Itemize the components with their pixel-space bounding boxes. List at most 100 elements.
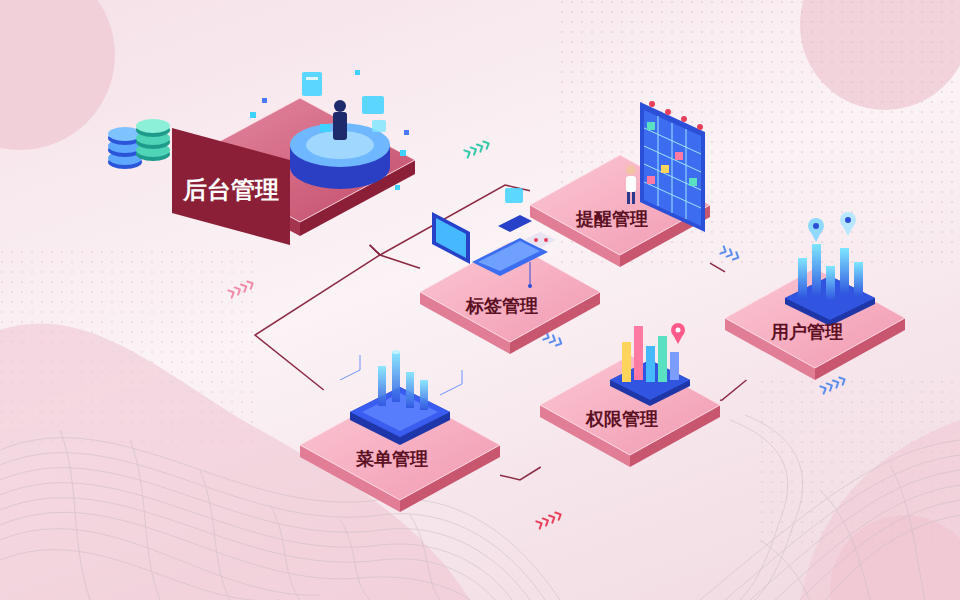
- permission-platform: [676, 328, 681, 333]
- wire-mesh: [0, 468, 530, 600]
- flow-chevrons: [235, 286, 242, 295]
- server-cylinder: [306, 77, 318, 80]
- flow-chevrons: [549, 514, 556, 523]
- flow-chevrons: [720, 246, 727, 255]
- tile-top: [530, 155, 710, 255]
- wire-mesh: [0, 529, 320, 595]
- menu-slab: [420, 380, 428, 410]
- permission-platform: [610, 360, 690, 406]
- pink-blob: [800, 420, 960, 600]
- database-stack: [136, 131, 170, 145]
- wire-mesh: [750, 470, 960, 600]
- permission-platform: [671, 323, 685, 337]
- calendar-board: [672, 123, 673, 213]
- server-cylinder: [290, 145, 390, 167]
- server-cylinder: [320, 124, 330, 132]
- flow-chevrons: [543, 517, 550, 526]
- tile-label: 标签管理: [466, 295, 538, 317]
- flow-chevrons: [477, 143, 484, 152]
- server-cylinder: [250, 112, 256, 118]
- menu-slab: [392, 350, 400, 354]
- user-platform: [826, 266, 835, 300]
- user-platform: [785, 212, 875, 326]
- wire-mesh: [60, 430, 90, 600]
- menu-slab: [440, 370, 462, 395]
- calendar-board: [649, 101, 655, 107]
- flow-chevrons: [550, 335, 557, 344]
- calendar-board: [644, 164, 701, 190]
- flow-chevrons: [247, 280, 254, 289]
- permission-platform: [610, 360, 690, 400]
- computer-set: [432, 188, 556, 288]
- computer-set: [432, 212, 470, 264]
- calendar-board: [644, 182, 701, 208]
- wire-mesh: [745, 415, 803, 600]
- wire-mesh: [725, 455, 960, 600]
- computer-set: [498, 215, 532, 232]
- flow-chevrons: [820, 376, 846, 394]
- wire-mesh: [890, 465, 925, 600]
- iso-tile-node: 菜单管理: [300, 390, 500, 512]
- calendar-board: [686, 129, 687, 219]
- permission-platform: [622, 342, 631, 382]
- calendar-board: [658, 116, 659, 206]
- wire-mesh: [800, 500, 960, 600]
- label-panel: [172, 128, 290, 245]
- tile-label: 菜单管理: [356, 448, 428, 470]
- user-platform: [809, 229, 823, 242]
- permission-platform: [670, 352, 679, 380]
- wire-mesh: [825, 515, 960, 600]
- calendar-board: [675, 152, 683, 160]
- wire-mesh: [0, 498, 495, 600]
- wire-mesh: [270, 505, 300, 600]
- database-stack: [136, 143, 170, 157]
- flow-chevrons: [556, 338, 563, 347]
- user-platform: [840, 248, 849, 294]
- tile-top: [420, 242, 600, 342]
- server-cylinder: [290, 145, 390, 189]
- flow-chevrons: [543, 332, 563, 347]
- menu-slab: [350, 387, 450, 437]
- permission-platform: [646, 346, 655, 382]
- iso-tile-node: 用户管理: [725, 268, 905, 380]
- menu-slab: [378, 366, 386, 406]
- database-stack: [108, 155, 142, 169]
- flow-chevrons: [228, 289, 235, 298]
- computer-set: [534, 238, 538, 242]
- computer-set: [436, 218, 466, 258]
- user-platform: [812, 244, 821, 296]
- flow-chevrons: [471, 146, 478, 155]
- database-stack: [108, 139, 142, 153]
- menu-slab: [340, 355, 360, 380]
- flow-chevrons: [228, 280, 254, 298]
- menu-slab: [340, 355, 462, 395]
- server-cylinder: [372, 120, 386, 132]
- database-stack: [108, 151, 142, 165]
- wire-mesh: [200, 470, 230, 600]
- menu-slab: [392, 352, 400, 402]
- server-cylinder: [250, 70, 409, 190]
- menu-slab: [406, 372, 414, 408]
- calendar-board: [640, 102, 705, 232]
- user-platform: [841, 223, 855, 236]
- database-stack: [136, 119, 170, 133]
- server-cylinder: [395, 185, 400, 190]
- wire-mesh: [700, 440, 960, 600]
- permission-platform: [610, 323, 690, 406]
- server-cylinder: [400, 150, 406, 156]
- flow-chevrons: [820, 385, 827, 394]
- person-figure: [632, 192, 635, 204]
- flow-chevrons: [720, 246, 740, 261]
- server-cylinder: [262, 98, 267, 103]
- server-cylinder: [362, 96, 384, 114]
- wire-mesh: [410, 515, 440, 600]
- flow-chevrons: [555, 511, 562, 520]
- user-platform: [845, 217, 851, 223]
- calendar-board: [644, 110, 701, 226]
- computer-set: [530, 262, 531, 285]
- user-platform: [813, 223, 819, 229]
- tile-top: [540, 355, 720, 455]
- calendar-board: [647, 176, 655, 184]
